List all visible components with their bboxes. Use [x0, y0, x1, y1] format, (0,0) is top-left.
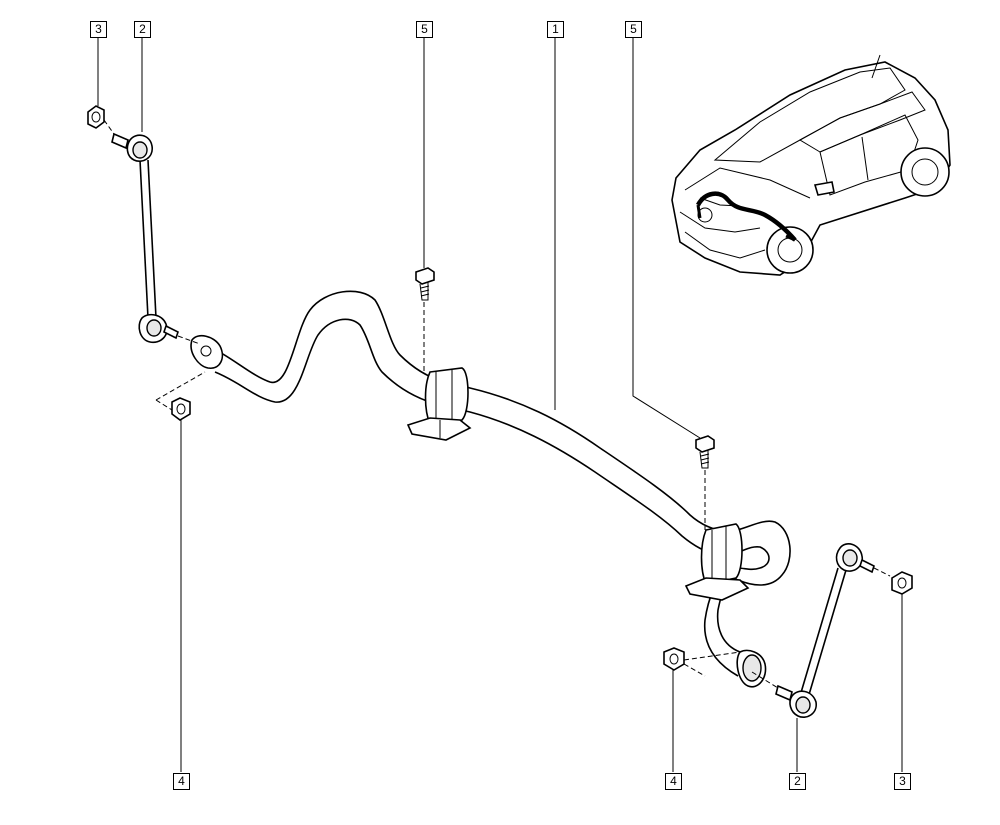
link-rod-left: [111, 132, 201, 345]
bolt-center: [415, 267, 435, 372]
callout-2-top: 2: [134, 21, 151, 38]
nut-3-top: [87, 105, 115, 135]
callout-1-top: 1: [547, 21, 564, 38]
leader-lines: [97, 37, 903, 772]
callout-4-left: 4: [173, 773, 190, 790]
callout-2-bottom: 2: [789, 773, 806, 790]
callout-5-mid: 5: [416, 21, 433, 38]
bolt-right: [695, 435, 715, 530]
nut-4-right: [663, 647, 741, 677]
callout-4-right: 4: [665, 773, 682, 790]
callout-5-right: 5: [625, 21, 642, 38]
callout-3-bottom: 3: [894, 773, 911, 790]
nut-4-left: [155, 371, 206, 421]
nut-3-bottom: [891, 571, 913, 595]
callout-3-top: 3: [90, 21, 107, 38]
stabilizer-bar: [190, 290, 791, 688]
vehicle-locator-illustration: [671, 54, 951, 276]
link-rod-right: [751, 543, 891, 718]
bushing-bracket-center: [406, 367, 472, 441]
bushing-bracket-right: [684, 523, 750, 601]
